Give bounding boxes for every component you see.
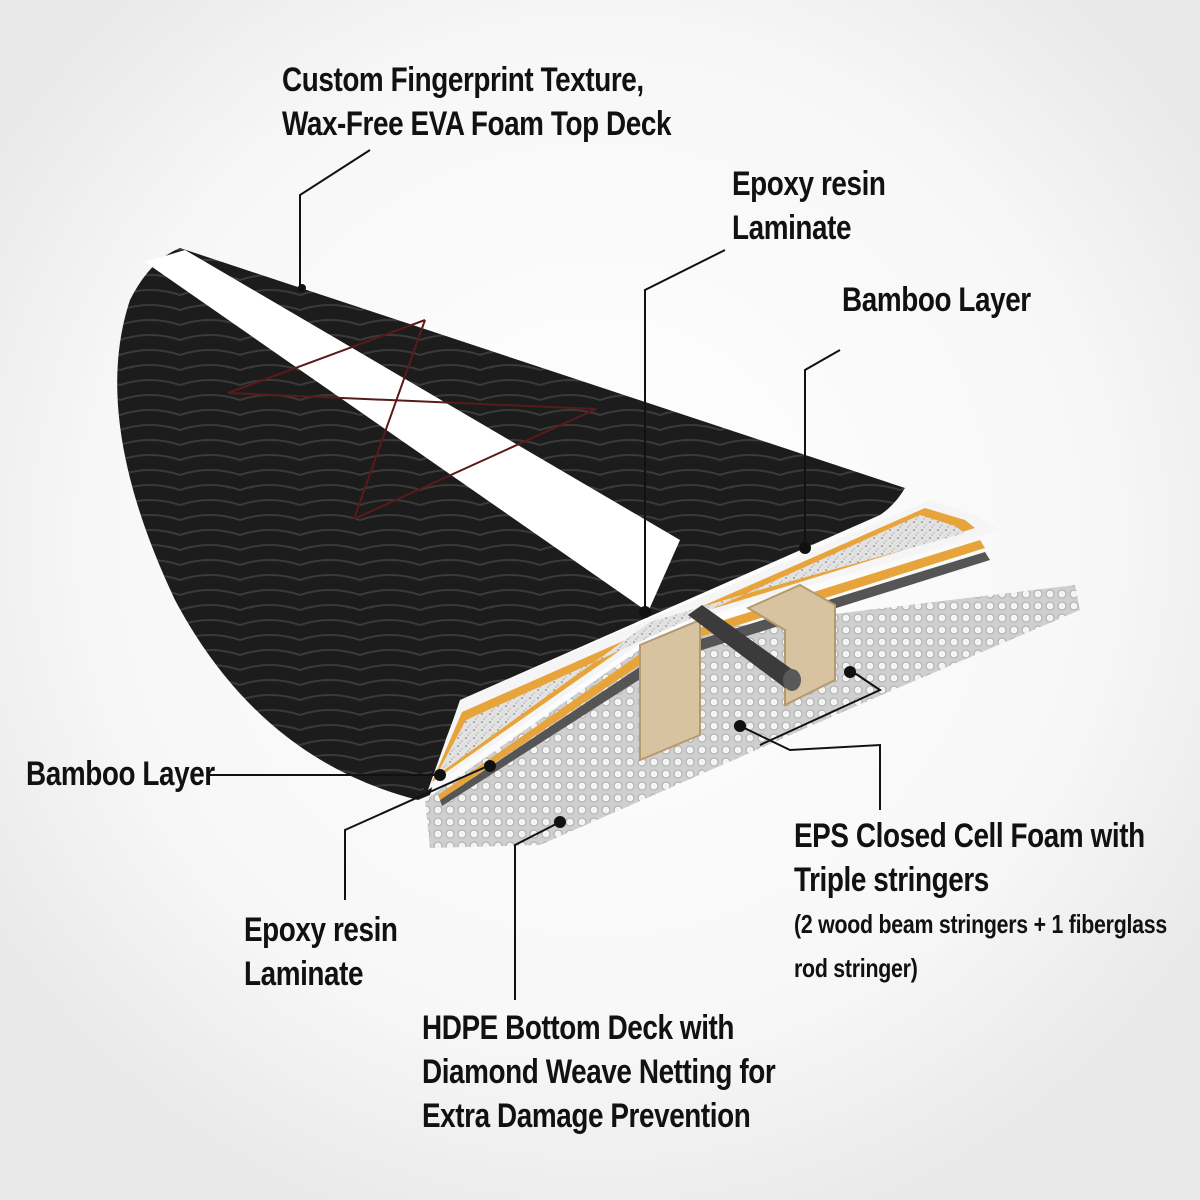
center-stripe (145, 250, 680, 612)
callout-epoxy-top-line2: Laminate (732, 209, 852, 247)
callout-hdpe: HDPE Bottom Deck with Diamond Weave Nett… (422, 1006, 776, 1138)
fiberglass-rod-stringer (688, 605, 801, 691)
hdpe-netting-layer (425, 585, 1080, 848)
bungee-cords (227, 319, 597, 520)
callout-epoxy-top: Epoxy resin Laminate (732, 162, 886, 250)
callout-bamboo-top-line1: Bamboo Layer (842, 281, 1031, 319)
callout-epoxy-bottom-line1: Epoxy resin (244, 911, 398, 949)
callout-top-deck-line2: Wax-Free EVA Foam Top Deck (282, 105, 672, 143)
callout-top-deck-line1: Custom Fingerprint Texture, (282, 61, 644, 99)
eps-foam-core (436, 515, 965, 776)
callout-eps-foam-line3: (2 wood beam stringers + 1 fiberglass (794, 909, 1168, 939)
callout-dots (298, 284, 856, 828)
leader-lines (210, 149, 883, 1000)
callout-eps-foam-line4: rod stringer) (794, 953, 918, 983)
callout-top-deck: Custom Fingerprint Texture, Wax-Free EVA… (282, 58, 671, 146)
callout-eps-foam: EPS Closed Cell Foam with Triple stringe… (794, 814, 1167, 990)
top-deck (117, 248, 905, 800)
callout-hdpe-line1: HDPE Bottom Deck with (422, 1009, 735, 1047)
callout-epoxy-top-line1: Epoxy resin (732, 165, 886, 203)
callout-hdpe-line3: Extra Damage Prevention (422, 1097, 751, 1135)
callout-bamboo-top: Bamboo Layer (842, 278, 1031, 322)
wood-stringer-back (745, 583, 836, 707)
callout-epoxy-bottom-line2: Laminate (244, 955, 364, 993)
callout-bamboo-left: Bamboo Layer (26, 752, 215, 796)
callout-hdpe-line2: Diamond Weave Netting for (422, 1053, 776, 1091)
wood-stringer-front (639, 618, 701, 762)
callout-eps-foam-line2: Triple stringers (794, 861, 989, 899)
callout-eps-foam-line1: EPS Closed Cell Foam with (794, 817, 1145, 855)
callout-epoxy-bottom: Epoxy resin Laminate (244, 908, 398, 996)
callout-bamboo-left-line1: Bamboo Layer (26, 755, 215, 793)
